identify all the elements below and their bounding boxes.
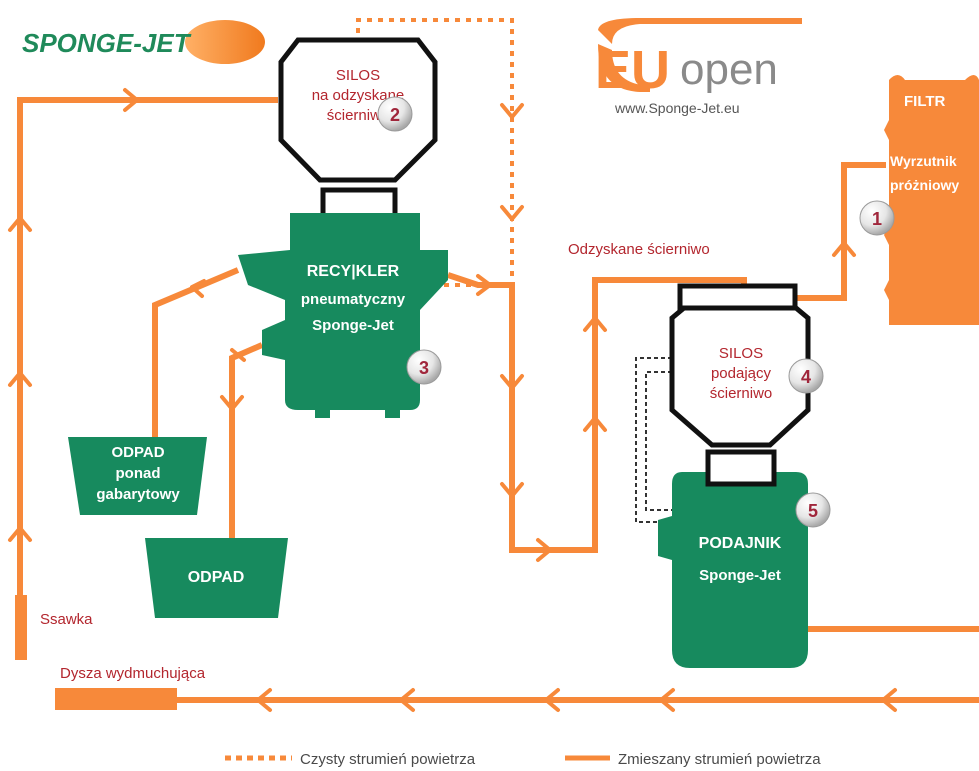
number-badge-1: 1	[859, 200, 895, 236]
website-link[interactable]: www.Sponge-Jet.eu	[614, 100, 740, 116]
odzyskane-label: Odzyskane ścierniwo	[568, 241, 710, 258]
odpad-label: ODPAD	[188, 569, 245, 586]
silos4-label-line3: ścierniwo	[710, 385, 773, 402]
number-badge-4: 4	[788, 358, 824, 394]
euopen-logo-prefix: EU	[595, 40, 670, 100]
legend: Czysty strumień powietrza Zmieszany stru…	[225, 751, 821, 768]
euopen-logo-suffix: open	[680, 45, 778, 94]
sponge-jet-logo-text: SPONGE-JET	[22, 28, 192, 58]
silos2-label-line3: ścierniwo	[327, 107, 390, 124]
odpad-bin	[145, 538, 288, 618]
svg-text:1: 1	[872, 209, 882, 229]
number-badge-5: 5	[795, 492, 831, 528]
odpad-ponad-label-line2: ponad	[116, 465, 161, 482]
sponge-jet-logo: SPONGE-JET	[22, 20, 265, 64]
svg-text:4: 4	[801, 367, 811, 387]
svg-text:3: 3	[419, 358, 429, 378]
odpad-ponad-label-line3: gabarytowy	[96, 486, 180, 503]
silos4-label-line2: podający	[711, 365, 772, 382]
legend-dotted-label: Czysty strumień powietrza	[300, 751, 476, 768]
clean-air-arrows	[500, 103, 524, 223]
dysza-label: Dysza wydmuchująca	[60, 665, 206, 682]
number-badge-2: 2	[377, 96, 413, 132]
recykler-unit	[238, 213, 448, 418]
silos4-label-line1: SILOS	[719, 345, 763, 362]
silos2-label-line2: na odzyskane	[312, 87, 405, 104]
filtr-unit	[884, 75, 979, 325]
dysza-nozzle	[55, 688, 177, 710]
podajnik-label-line1: PODAJNIK	[699, 535, 782, 552]
silos4	[669, 283, 811, 448]
number-badge-3: 3	[406, 349, 442, 385]
ssawka-nozzle	[15, 595, 27, 660]
filtr-title: FILTR	[904, 93, 946, 110]
recykler-label-line1: RECY|KLER	[307, 263, 400, 280]
flow-arrows	[8, 88, 897, 712]
recykler-label-line2: pneumatyczny	[301, 291, 406, 308]
svg-text:5: 5	[808, 501, 818, 521]
ssawka-label: Ssawka	[40, 611, 93, 628]
feeder-hose	[635, 357, 672, 523]
recykler-label-line3: Sponge-Jet	[312, 317, 394, 334]
mixed-air-lines	[17, 97, 979, 703]
podajnik-label-line2: Sponge-Jet	[699, 567, 781, 584]
odpad-ponad-label-line1: ODPAD	[111, 444, 164, 461]
legend-solid-label: Zmieszany strumień powietrza	[618, 751, 821, 768]
silos2-label-line1: SILOS	[336, 67, 380, 84]
euopen-logo: EU open www.Sponge-Jet.eu	[595, 18, 802, 116]
svg-text:2: 2	[390, 105, 400, 125]
filtr-label-line2: próżniowy	[890, 177, 959, 193]
filtr-label-line1: Wyrzutnik	[890, 153, 957, 169]
odpad-ponad-bin	[68, 437, 207, 515]
podajnik-unit	[658, 449, 808, 668]
